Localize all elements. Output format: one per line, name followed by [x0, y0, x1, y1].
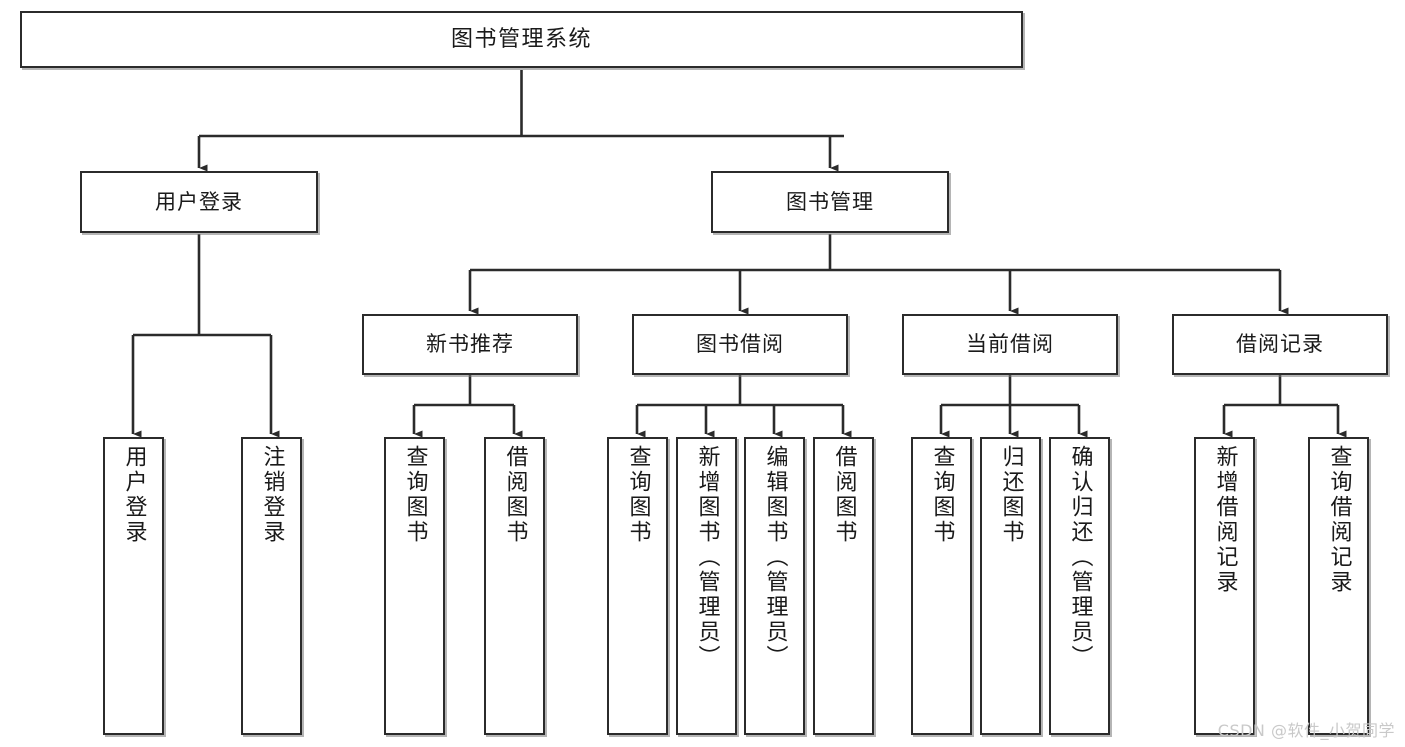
node-label: 查询借阅记录 [1326, 445, 1352, 595]
leaf-edit-book-admin[interactable]: 编辑图书（管理员） [744, 437, 805, 735]
leaf-return-book[interactable]: 归还图书 [980, 437, 1041, 735]
node-label: 借阅图书 [502, 445, 528, 545]
node-label: 查询图书 [402, 445, 428, 545]
node-label: 用户登录 [155, 189, 243, 214]
leaf-logout[interactable]: 注销登录 [241, 437, 302, 735]
node-label: 图书管理 [786, 189, 874, 214]
node-new-book-recommend[interactable]: 新书推荐 [362, 314, 578, 375]
leaf-borrow-book[interactable]: 借阅图书 [813, 437, 874, 735]
leaf-add-borrow-record[interactable]: 新增借阅记录 [1194, 437, 1255, 735]
leaf-query-book-newbook[interactable]: 查询图书 [384, 437, 445, 735]
leaf-user-login[interactable]: 用户登录 [103, 437, 164, 735]
leaf-query-book-borrow[interactable]: 查询图书 [607, 437, 668, 735]
node-label: 确认归还（管理员） [1067, 445, 1093, 670]
csdn-watermark: CSDN @软件_小贺同学 [1217, 721, 1395, 740]
node-book-management[interactable]: 图书管理 [711, 171, 949, 233]
leaf-confirm-return-admin[interactable]: 确认归还（管理员） [1049, 437, 1110, 735]
node-book-borrow[interactable]: 图书借阅 [632, 314, 848, 375]
node-root-system[interactable]: 图书管理系统 [20, 11, 1023, 68]
node-label: 新增借阅记录 [1212, 445, 1238, 595]
node-label: 图书借阅 [696, 332, 784, 357]
node-current-borrow[interactable]: 当前借阅 [902, 314, 1118, 375]
node-label: 新书推荐 [426, 332, 514, 357]
node-label: 归还图书 [998, 445, 1024, 545]
leaf-query-book-current[interactable]: 查询图书 [911, 437, 972, 735]
node-label: 借阅记录 [1236, 332, 1324, 357]
node-label: 图书管理系统 [450, 26, 592, 52]
leaf-add-book-admin[interactable]: 新增图书（管理员） [676, 437, 737, 735]
node-label: 新增图书（管理员） [694, 445, 720, 670]
node-label: 编辑图书（管理员） [762, 445, 788, 670]
node-label: 借阅图书 [831, 445, 857, 545]
node-label: 当前借阅 [966, 332, 1054, 357]
node-user-login[interactable]: 用户登录 [80, 171, 318, 233]
node-label: 用户登录 [121, 445, 147, 545]
leaf-borrow-book-newbook[interactable]: 借阅图书 [484, 437, 545, 735]
node-label: 注销登录 [259, 445, 285, 545]
node-label: 查询图书 [625, 445, 651, 545]
node-label: 查询图书 [929, 445, 955, 545]
leaf-query-borrow-record[interactable]: 查询借阅记录 [1308, 437, 1369, 735]
node-borrow-record[interactable]: 借阅记录 [1172, 314, 1388, 375]
